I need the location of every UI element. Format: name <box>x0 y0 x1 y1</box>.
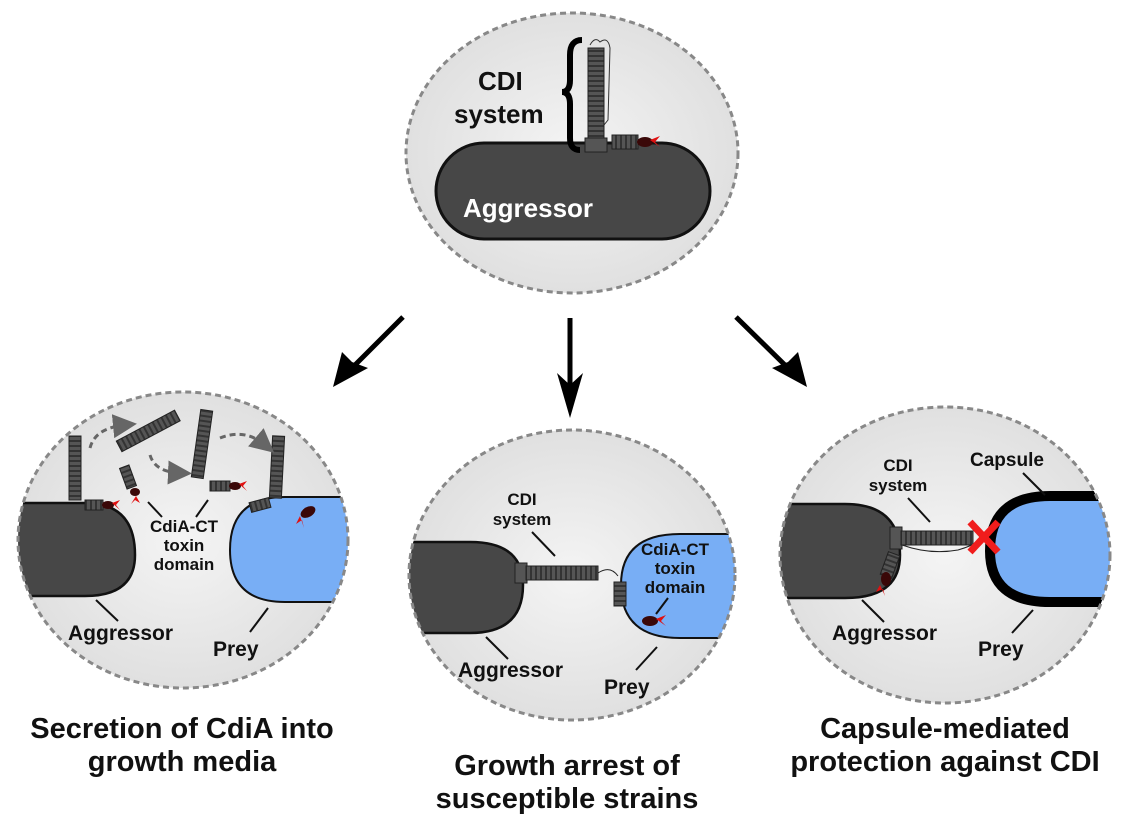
aggressor-label: Aggressor <box>832 622 937 645</box>
cdia-protein <box>584 39 660 153</box>
cdi-system-label-line1: CDI <box>883 456 912 475</box>
bracket-icon <box>561 37 583 153</box>
aggressor-cell <box>409 540 525 635</box>
prey-label: Prey <box>978 638 1024 661</box>
caption-line1: Growth arrest of <box>454 750 680 782</box>
cdia-protein-released-2 <box>190 408 247 492</box>
left-panel: CdiA-CT toxin domain Aggressor Prey Secr… <box>16 390 350 778</box>
toxin-domain-icon <box>642 616 658 626</box>
movement-arrow-icon <box>88 414 137 449</box>
toxin-label-line2: toxin <box>655 559 696 578</box>
movement-arrow-icon <box>219 428 275 453</box>
cdia-protein-released-1 <box>115 409 181 453</box>
toxin-label-line1: CdiA-CT <box>641 540 710 559</box>
aggressor-cell <box>780 502 902 600</box>
arrows <box>333 315 807 418</box>
toxin-label-line2: toxin <box>164 536 205 555</box>
cdia-protein <box>514 562 666 626</box>
toxin-domain-icon <box>881 572 891 586</box>
cdia-protein-attached <box>68 435 120 511</box>
cdi-system-label-line2: system <box>493 510 552 529</box>
aggressor-label: Aggressor <box>68 622 173 645</box>
movement-arrow-icon <box>148 454 192 485</box>
arrow-to-middle-icon <box>557 318 583 418</box>
cdi-system-label-line2: system <box>869 476 928 495</box>
right-panel: CDI system Capsule Aggressor Prey Capsul… <box>778 405 1112 778</box>
prey-cell <box>228 496 348 603</box>
middle-panel: CDI system CdiA-CT toxin domain Aggresso… <box>407 428 737 815</box>
cdi-system-label-line1: CDI <box>478 66 523 96</box>
cdi-system-label-line2: system <box>454 99 544 129</box>
aggressor-label: Aggressor <box>463 193 593 223</box>
toxin-label-line3: domain <box>645 578 705 597</box>
left-panel-background <box>18 392 348 688</box>
arrow-to-right-icon <box>734 315 807 387</box>
caption-line2: growth media <box>88 746 277 778</box>
top-panel: Aggressor CDI system <box>404 11 740 295</box>
cdia-protein-released-1-toxin <box>118 464 140 504</box>
aggressor-cell <box>434 141 712 241</box>
prey-label: Prey <box>213 638 259 661</box>
arrow-to-left-icon <box>333 315 405 387</box>
prey-label: Prey <box>604 676 650 699</box>
capsule-label: Capsule <box>970 450 1044 471</box>
aggressor-label: Aggressor <box>458 659 563 682</box>
caption-line1: Secretion of CdiA into <box>30 713 333 745</box>
caption-line1: Capsule-mediated <box>820 713 1070 745</box>
blocked-x-icon <box>967 519 1001 555</box>
cdi-system-label-line1: CDI <box>507 490 536 509</box>
toxin-label-line3: domain <box>154 555 214 574</box>
toxin-label-line1: CdiA-CT <box>150 517 219 536</box>
caption-line2: susceptible strains <box>436 783 699 815</box>
right-panel-background <box>780 407 1110 703</box>
toxin-domain-icon <box>637 137 653 147</box>
prey-capsule <box>984 491 1110 607</box>
caption-line2: protection against CDI <box>790 746 1099 778</box>
cdia-protein <box>876 526 974 596</box>
